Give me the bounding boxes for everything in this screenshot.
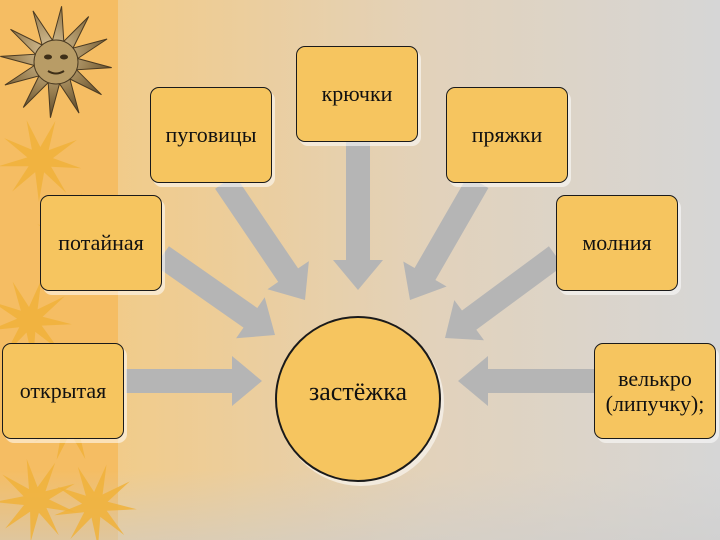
node-pugovitsy: пуговицы bbox=[150, 87, 272, 183]
node-kryuchki: крючки bbox=[296, 46, 418, 142]
node-potaynaya-label: потайная bbox=[58, 230, 144, 255]
sun-icon bbox=[0, 120, 82, 202]
sun-mouth bbox=[47, 70, 65, 75]
arrow-from-pryazhki bbox=[403, 176, 489, 300]
node-velkro-label-line1: велькро bbox=[618, 365, 692, 391]
arrow-from-otkrytaya bbox=[126, 356, 262, 406]
center-node-zastezhka: застёжка bbox=[275, 316, 441, 482]
sun-eye bbox=[60, 54, 68, 60]
node-otkrytaya-label: открытая bbox=[19, 378, 107, 404]
arrow-from-kryuchki bbox=[333, 142, 383, 290]
node-velkro-label-line2: (липучку); bbox=[605, 391, 705, 416]
node-molniya: молния bbox=[556, 195, 678, 291]
sun-face-icon bbox=[0, 6, 112, 118]
arrow-from-molniya bbox=[445, 246, 564, 341]
node-pugovitsy-label: пуговицы bbox=[165, 122, 257, 147]
arrow-from-potaynaya bbox=[155, 246, 275, 339]
node-kryuchki-label: крючки bbox=[321, 81, 393, 106]
center-node-label: застёжка bbox=[309, 377, 407, 406]
node-molniya-label: молния bbox=[582, 230, 652, 255]
node-velkro: велькро (липучку); bbox=[594, 343, 716, 439]
arrow-from-velkro bbox=[458, 356, 594, 406]
node-potaynaya: потайная bbox=[40, 195, 162, 291]
sun-eye bbox=[44, 54, 52, 60]
arrow-from-pugovitsy bbox=[215, 175, 309, 300]
node-otkrytaya: открытая bbox=[2, 343, 124, 439]
sun-icon bbox=[0, 459, 77, 540]
sun-face-disc bbox=[33, 39, 79, 85]
node-pryazhki: пряжки bbox=[446, 87, 568, 183]
sun-icon bbox=[0, 279, 72, 362]
sun-icon bbox=[54, 464, 137, 540]
node-pryazhki-label: пряжки bbox=[471, 122, 543, 147]
